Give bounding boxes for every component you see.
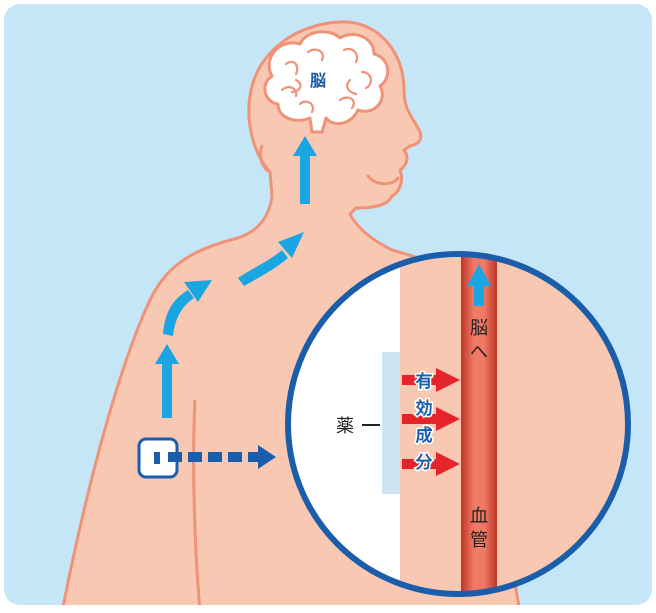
- flow-arrow-4: [300, 152, 310, 204]
- vessel-char-2: 管: [470, 530, 488, 551]
- vessel-char-1: 血: [470, 506, 488, 527]
- svg-text:効: 効: [416, 398, 433, 419]
- to-brain-char-2: へ: [470, 342, 488, 363]
- to-brain-char-1: 脳: [470, 318, 488, 339]
- svg-text:分: 分: [416, 453, 433, 473]
- medicine-label: 薬: [336, 416, 354, 437]
- svg-text:成: 成: [416, 425, 433, 446]
- flow-arrow-1: [162, 360, 172, 418]
- brain-label: 脳: [310, 71, 326, 90]
- svg-text:有: 有: [416, 371, 433, 392]
- patch-layer: [382, 352, 400, 494]
